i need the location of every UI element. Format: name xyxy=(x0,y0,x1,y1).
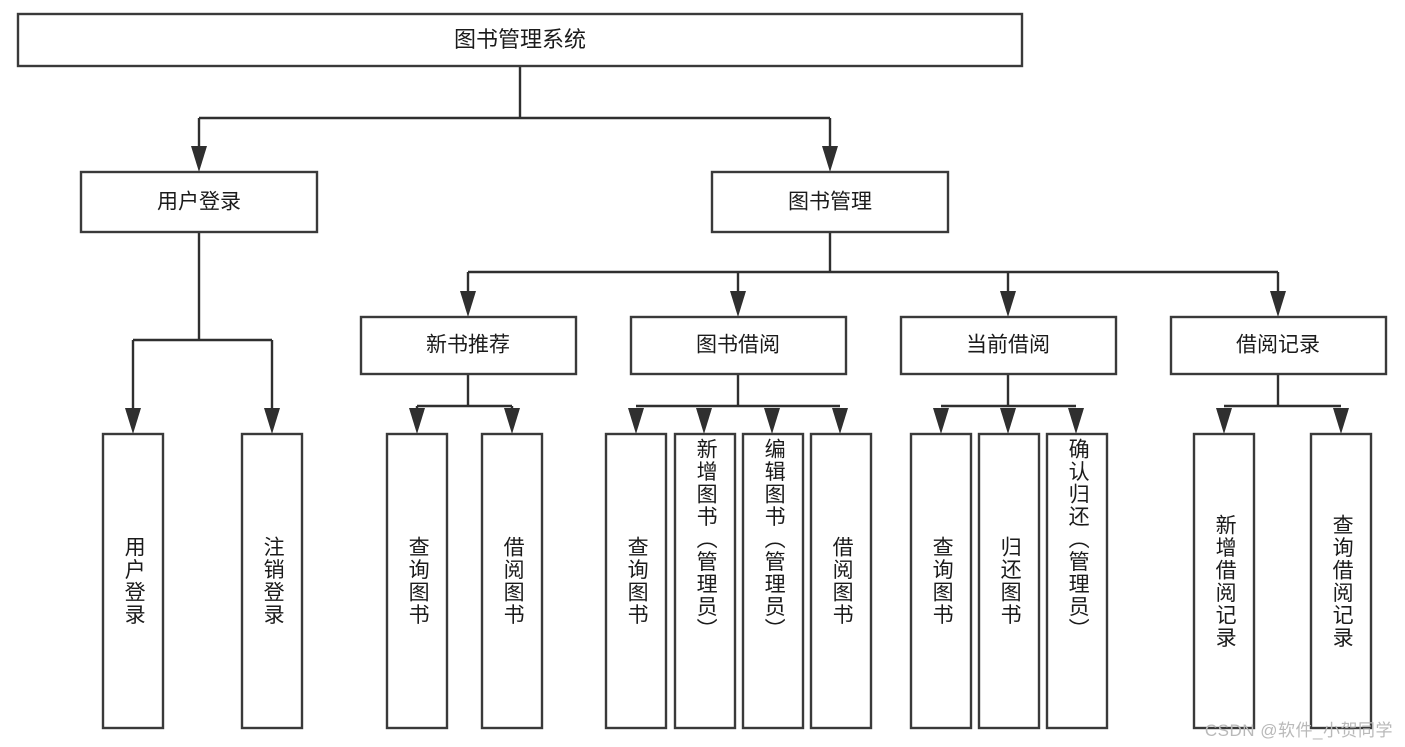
node-book-manage-box[interactable] xyxy=(710,170,950,234)
watermark-text: CSDN @软件_小贺同学 xyxy=(1204,721,1393,740)
node-leaf-add-record-box[interactable] xyxy=(1192,432,1256,730)
arrowhead-new-book-recommend xyxy=(460,291,476,317)
node-leaf-query-book-1-box[interactable] xyxy=(385,432,449,730)
node-current-borrow-label: 当前借阅 xyxy=(966,334,1050,357)
node-new-book-recommend-label: 新书推荐 xyxy=(426,334,510,357)
arrowhead-borrow-record xyxy=(1270,291,1286,317)
arrowhead-user-login xyxy=(191,146,207,172)
node-user-login[interactable]: 用户登录 xyxy=(79,170,319,234)
node-book-borrow[interactable]: 图书借阅 xyxy=(629,315,848,376)
arrowhead-leaf-borrow-book-2 xyxy=(832,408,848,434)
arrowhead-leaf-query-book-1 xyxy=(409,408,425,434)
node-leaf-edit-book-box[interactable] xyxy=(741,432,805,730)
node-user-login-box[interactable] xyxy=(79,170,319,234)
node-leaf-borrow-book-2-box[interactable] xyxy=(809,432,873,730)
connector-layer xyxy=(125,66,1349,434)
arrowhead-leaf-borrow-book-1 xyxy=(504,408,520,434)
node-new-book-recommend-box[interactable] xyxy=(359,315,578,376)
arrowhead-leaf-user-login xyxy=(125,408,141,434)
node-user-login-label: 用户登录 xyxy=(157,191,241,214)
arrowhead-leaf-user-logout xyxy=(264,408,280,434)
arrowhead-book-manage xyxy=(822,146,838,172)
arrowhead-leaf-confirm-return xyxy=(1068,408,1084,434)
node-leaf-add-book-box[interactable] xyxy=(673,432,737,730)
arrowhead-leaf-query-record xyxy=(1333,408,1349,434)
arrowhead-leaf-query-book-3 xyxy=(933,408,949,434)
arrowhead-leaf-add-record xyxy=(1216,408,1232,434)
node-borrow-record-label: 借阅记录 xyxy=(1236,334,1320,357)
node-borrow-record[interactable]: 借阅记录 xyxy=(1169,315,1388,376)
arrowhead-leaf-edit-book xyxy=(764,408,780,434)
node-leaf-query-book-2-box[interactable] xyxy=(604,432,668,730)
node-book-borrow-label: 图书借阅 xyxy=(696,334,780,357)
arrowhead-leaf-query-book-2 xyxy=(628,408,644,434)
node-leaf-borrow-book-1-box[interactable] xyxy=(480,432,544,730)
node-root-box[interactable] xyxy=(16,12,1024,68)
node-book-borrow-box[interactable] xyxy=(629,315,848,376)
node-new-book-recommend[interactable]: 新书推荐 xyxy=(359,315,578,376)
node-leaf-user-logout-box[interactable] xyxy=(240,432,304,730)
node-borrow-record-box[interactable] xyxy=(1169,315,1388,376)
node-root[interactable]: 图书管理系统 xyxy=(16,12,1024,68)
arrowhead-book-borrow xyxy=(730,291,746,317)
node-book-manage[interactable]: 图书管理 xyxy=(710,170,950,234)
node-leaf-query-book-3-box[interactable] xyxy=(909,432,973,730)
node-leaf-query-record-box[interactable] xyxy=(1309,432,1373,730)
node-current-borrow[interactable]: 当前借阅 xyxy=(899,315,1118,376)
arrowhead-leaf-add-book xyxy=(696,408,712,434)
node-leaf-return-book-box[interactable] xyxy=(977,432,1041,730)
node-book-manage-label: 图书管理 xyxy=(788,191,872,214)
node-leaf-user-login-box[interactable] xyxy=(101,432,165,730)
arrowhead-leaf-return-book xyxy=(1000,408,1016,434)
node-root-label: 图书管理系统 xyxy=(454,27,586,52)
node-leaf-confirm-return-box[interactable] xyxy=(1045,432,1109,730)
arrowhead-current-borrow xyxy=(1000,291,1016,317)
node-current-borrow-box[interactable] xyxy=(899,315,1118,376)
